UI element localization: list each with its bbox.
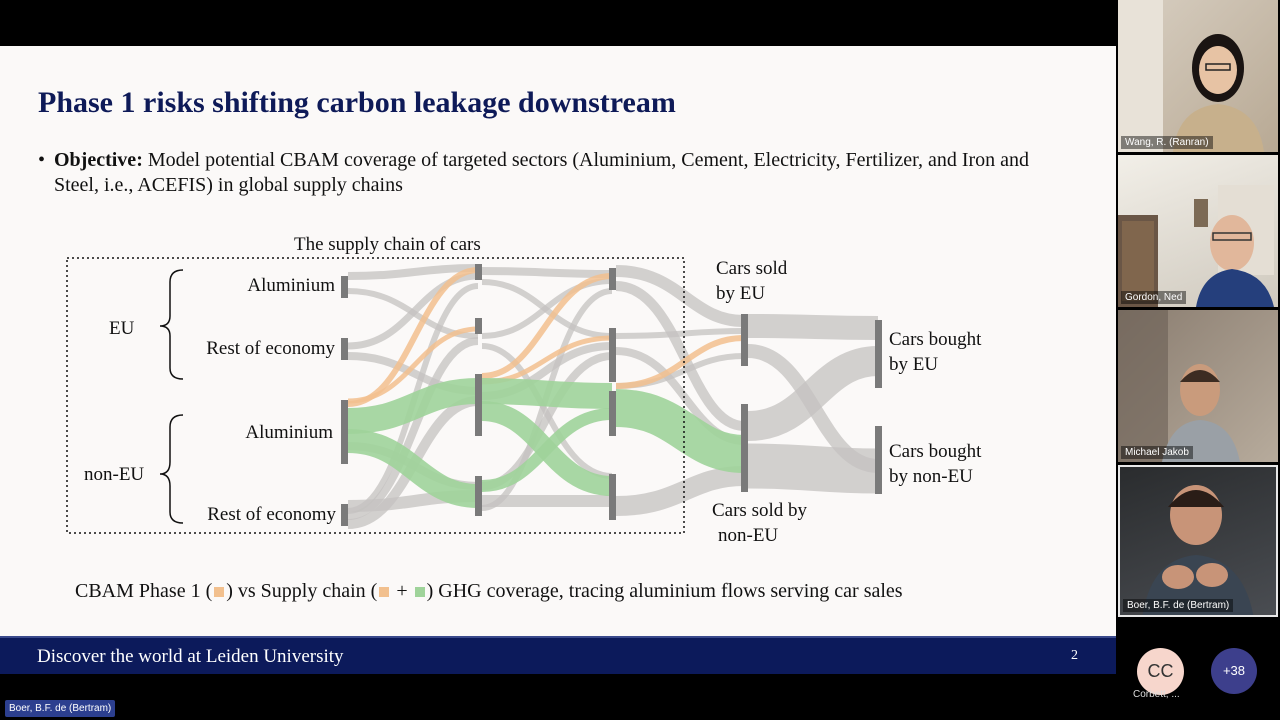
slide-footer: Discover the world at Leiden University … <box>0 636 1116 674</box>
cars-bought-eu-line1: Cars bought <box>889 329 982 350</box>
supply-chain-diagram: The supply chain of cars EU non-EU Alumi… <box>66 234 982 546</box>
caption-plus: + <box>391 580 413 602</box>
orange-flows <box>347 267 745 407</box>
participant-avatar[interactable]: CC <box>1137 648 1184 695</box>
caption-part2: ) vs Supply chain ( <box>226 580 378 602</box>
supply-chain-box <box>66 257 685 534</box>
participant-video-icon <box>1118 185 1274 307</box>
noneu-rest-label: Rest of economy <box>207 504 336 525</box>
caption-part3: ) GHG coverage, tracing aluminium flows … <box>426 580 903 602</box>
region-non-eu-label: non-EU <box>84 464 144 485</box>
objective-label: Objective: <box>54 149 143 171</box>
eu-rest-label: Rest of economy <box>206 338 335 359</box>
diagram-caption: CBAM Phase 1 ( ) vs Supply chain ( + ) GH… <box>75 580 903 603</box>
active-speaker-tag: Boer, B.F. de (Bertram) <box>5 700 116 717</box>
participant-avatar-label: Corbett, ... <box>1133 689 1180 700</box>
orange-swatch-2 <box>379 587 390 598</box>
participant-name: Wang, R. (Ranran) <box>1121 136 1213 149</box>
participant-tile-1[interactable]: Wang, R. (Ranran) <box>1118 0 1278 152</box>
cars-bought-noneu-line2: by non-EU <box>889 466 973 487</box>
cars-bought-eu-line2: by EU <box>889 354 938 375</box>
participant-name: Gordon, Ned <box>1121 291 1187 304</box>
caption-part1: CBAM Phase 1 ( <box>75 580 213 602</box>
participant-video-icon <box>1118 0 1264 152</box>
orange-swatch <box>214 587 225 598</box>
presentation-slide: Phase 1 risks shifting carbon leakage do… <box>0 46 1116 636</box>
objective-bullet: • Objective: Model potential CBAM coverag… <box>38 148 1078 198</box>
eu-aluminium-label: Aluminium <box>247 275 335 296</box>
bottom-black-bar <box>0 674 1280 720</box>
page-number: 2 <box>1071 648 1078 663</box>
cars-sold-eu-line1: Cars sold <box>716 258 788 279</box>
cars-sold-eu-line2: by EU <box>716 283 765 304</box>
objective-text: Model potential CBAM coverage of targete… <box>54 149 1030 196</box>
box-title: The supply chain of cars <box>294 234 481 255</box>
cars-bought-noneu-line1: Cars bought <box>889 441 982 462</box>
cars-sold-noneu-line1: Cars sold by <box>712 500 808 521</box>
cars-sold-noneu-line2: non-EU <box>718 525 778 546</box>
more-participants-button[interactable]: +38 <box>1211 648 1257 694</box>
noneu-aluminium-label: Aluminium <box>245 422 333 443</box>
eu-brace <box>159 269 184 380</box>
region-eu-label: EU <box>109 318 135 339</box>
participant-tile-2[interactable]: Gordon, Ned <box>1118 155 1278 307</box>
non-eu-brace <box>159 414 184 524</box>
top-black-bar <box>0 0 1116 46</box>
footer-text: Discover the world at Leiden University <box>37 646 344 667</box>
participant-video-icon <box>1142 485 1254 615</box>
participant-name: Michael Jakob <box>1121 446 1193 459</box>
participant-tile-3[interactable]: Michael Jakob <box>1118 310 1278 462</box>
slide-title: Phase 1 risks shifting carbon leakage do… <box>38 86 676 119</box>
participant-tile-4[interactable]: Boer, B.F. de (Bertram) <box>1118 465 1278 617</box>
participant-video-icon <box>1118 310 1240 462</box>
bullet-dot: • <box>38 149 46 171</box>
green-swatch <box>414 587 425 598</box>
participant-name: Boer, B.F. de (Bertram) <box>1123 599 1234 612</box>
diagram-nodes <box>341 264 882 526</box>
